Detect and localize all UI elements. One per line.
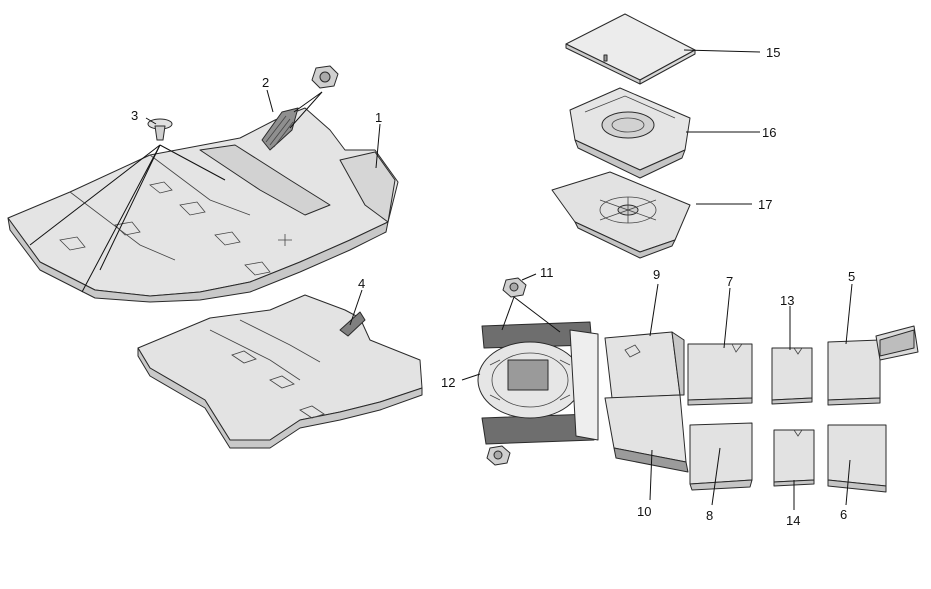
part-1-floor-carpet — [7, 107, 399, 303]
part-2-tunnel-pad — [261, 107, 299, 151]
callout-labels: 1 2 3 4 5 6 7 8 9 10 11 12 13 14 15 16 1… — [131, 45, 855, 528]
part-7-panel — [687, 343, 753, 406]
part-14-panel — [773, 429, 815, 487]
part-6-panel — [827, 424, 887, 493]
callout-6: 6 — [840, 507, 847, 522]
callout-5: 5 — [848, 269, 855, 284]
callout-2: 2 — [262, 75, 269, 90]
part-9-upper-box — [604, 331, 685, 399]
part-15-cover-board — [565, 13, 696, 85]
callout-1: 1 — [375, 110, 382, 125]
callout-8: 8 — [706, 508, 713, 523]
part-11-nut-top — [502, 277, 527, 298]
part-13-panel — [771, 347, 813, 405]
part-16-storage-tray — [569, 87, 691, 179]
callout-14: 14 — [786, 513, 800, 528]
part-3-push-clip — [147, 118, 173, 141]
part-5-panel — [827, 325, 919, 406]
callout-17: 17 — [758, 197, 772, 212]
leader-lines — [29, 49, 853, 510]
callout-7: 7 — [726, 274, 733, 289]
callout-4: 4 — [358, 276, 365, 291]
callout-15: 15 — [766, 45, 780, 60]
callout-11: 11 — [540, 265, 554, 280]
part-8-panel — [689, 422, 753, 491]
callout-16: 16 — [762, 125, 776, 140]
callout-12: 12 — [441, 375, 455, 390]
callout-9: 9 — [653, 267, 660, 282]
callout-3: 3 — [131, 108, 138, 123]
part-4-floor-mat — [137, 294, 423, 449]
part-11-nut-bottom — [486, 445, 511, 466]
callout-10: 10 — [637, 504, 651, 519]
part-12-spare-holder — [477, 321, 599, 445]
nut-fastener — [311, 65, 339, 89]
callout-13: 13 — [780, 293, 794, 308]
part-17-tray-support — [551, 171, 691, 259]
part-10-lower-box — [604, 394, 689, 473]
